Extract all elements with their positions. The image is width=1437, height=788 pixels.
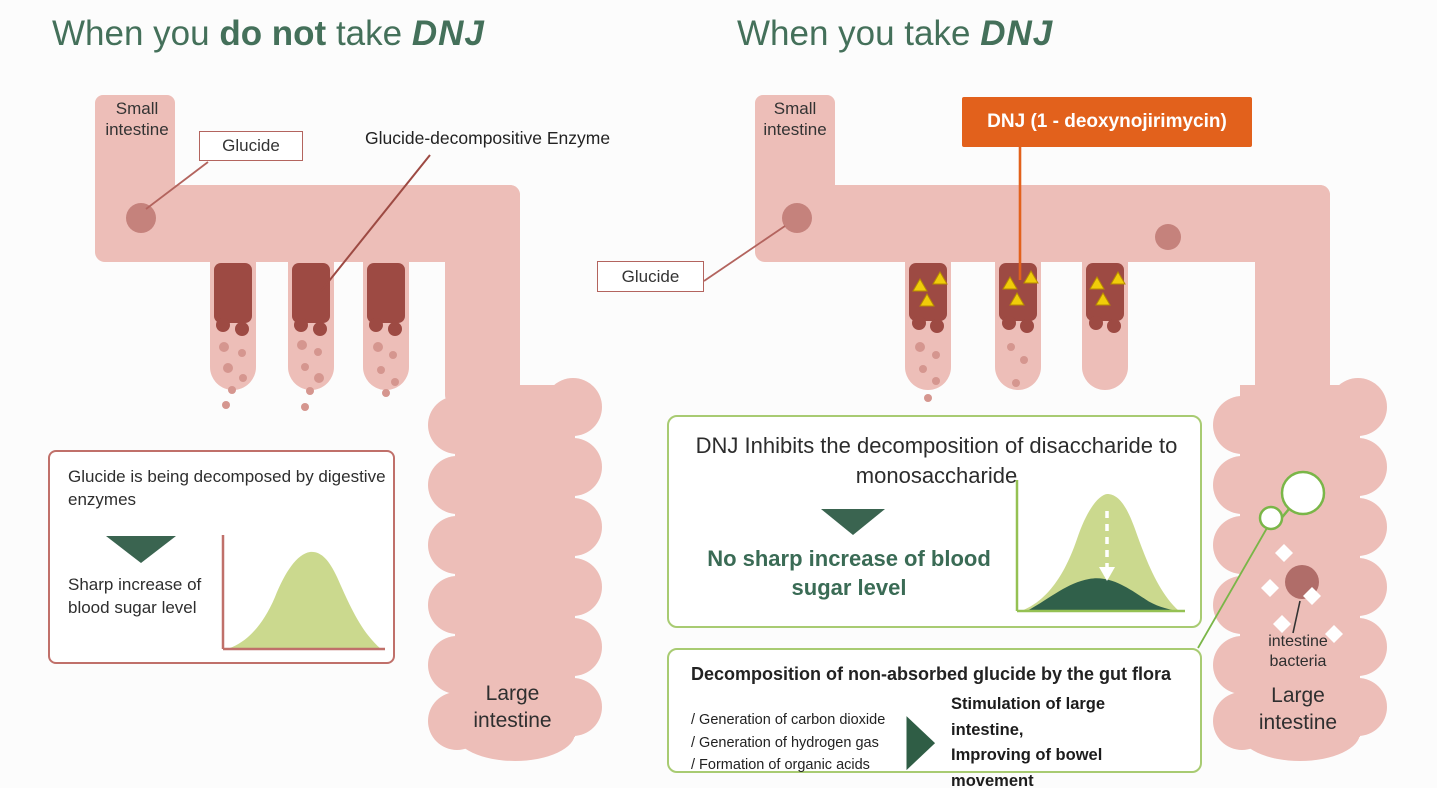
bacteria-balloon-small-icon bbox=[1258, 505, 1284, 531]
blood-sugar-chart-left bbox=[221, 535, 385, 651]
gut-flora-outcome: Stimulation of large intestine, Improvin… bbox=[951, 692, 1178, 788]
dnj-title-box: DNJ (1 - deoxynojirimycin) bbox=[962, 97, 1252, 147]
intestine-bacteria-area bbox=[1197, 470, 1343, 649]
glucide-dots bbox=[782, 203, 1181, 250]
title-left-donot: do not bbox=[219, 14, 327, 53]
small-intestine-label-right: Small intestine bbox=[763, 99, 827, 140]
dnj-triangle-icons bbox=[912, 270, 1126, 307]
title-right: When you take DNJ bbox=[737, 14, 1053, 54]
inhibit-title: DNJ Inhibits the decomposition of disacc… bbox=[695, 433, 1178, 488]
dnj-title-label: DNJ (1 - deoxynojirimycin) bbox=[987, 111, 1227, 132]
gas-diamond-particles bbox=[1261, 544, 1343, 643]
glucide-dot bbox=[126, 203, 156, 233]
previous-peak bbox=[1021, 494, 1179, 611]
decrease-arrow-head bbox=[1099, 567, 1115, 581]
large-intestine-shape bbox=[1213, 378, 1387, 761]
gut-flora-item: / Generation of hydrogen gas bbox=[691, 734, 879, 751]
decomposed-glucide-particles bbox=[915, 342, 1028, 402]
gut-flora-item: / Formation of organic acids bbox=[691, 757, 870, 774]
pointer-lines-left bbox=[145, 154, 431, 292]
glucide-label-box-right: Glucide bbox=[597, 261, 704, 292]
gut-flora-title: Decomposition of non-absorbed glucide by… bbox=[691, 664, 1172, 684]
title-left-part1: When you bbox=[52, 14, 220, 53]
intestine-bacteria-label: intestine bacteria bbox=[1268, 633, 1328, 670]
gut-flora-box: Decomposition of non-absorbed glucide by… bbox=[667, 648, 1202, 788]
left-info-text: Glucide is being decomposed by digestive… bbox=[68, 467, 386, 509]
arrow-down-icon bbox=[106, 536, 176, 563]
blood-sugar-chart-right bbox=[1015, 480, 1185, 613]
title-right-dnj: DNJ bbox=[980, 14, 1054, 53]
large-intestine-shape bbox=[428, 378, 602, 761]
bacteria-balloon-large-icon bbox=[1280, 470, 1326, 516]
gut-flora-items: / Generation of carbon dioxide / Generat… bbox=[691, 709, 900, 776]
small-intestine-label-left: Small intestine bbox=[105, 99, 169, 140]
decomposed-glucide-particles bbox=[219, 340, 399, 411]
title-left-dnj: DNJ bbox=[411, 14, 485, 53]
blood-sugar-peak bbox=[227, 551, 381, 649]
title-left-take: take bbox=[326, 14, 412, 53]
large-intestine-label-left: Large intestine bbox=[473, 682, 552, 733]
glucide-label-right: Glucide bbox=[621, 266, 680, 286]
bacteria-pointer-line bbox=[1197, 527, 1268, 649]
gut-flora-item: / Generation of carbon dioxide bbox=[691, 712, 886, 729]
left-intestine-diagram bbox=[95, 95, 602, 761]
arrow-right-icon bbox=[906, 716, 936, 771]
enzyme-blobs bbox=[214, 263, 405, 336]
sharp-increase-text: Sharp increase of blood sugar level bbox=[68, 575, 202, 617]
no-sharp-increase-text: No sharp increase of blood sugar level bbox=[707, 546, 991, 600]
bacteria-label-line bbox=[1292, 600, 1301, 634]
enzyme-label: Glucide-decompositive Enzyme bbox=[365, 128, 611, 148]
glucide-label-left: Glucide bbox=[222, 136, 280, 155]
left-info-box: Glucide is being decomposed by digestive… bbox=[48, 450, 395, 664]
pointer-lines-right bbox=[703, 147, 1022, 282]
large-intestine-label-right: Large intestine bbox=[1258, 684, 1338, 735]
dnj-inhibit-box: DNJ Inhibits the decomposition of disacc… bbox=[667, 415, 1202, 628]
right-intestine-diagram bbox=[703, 95, 1387, 761]
gut-outcome-line2: Improving of bowel movement bbox=[951, 746, 1103, 788]
glucide-label-box-left: Glucide bbox=[199, 131, 303, 161]
title-right-part1: When you take bbox=[737, 14, 981, 53]
arrow-down-icon bbox=[821, 509, 885, 535]
reduced-peak bbox=[1027, 578, 1177, 611]
title-left: When you do not take DNJ bbox=[52, 14, 485, 54]
gut-outcome-line1: Stimulation of large intestine, bbox=[951, 695, 1106, 739]
